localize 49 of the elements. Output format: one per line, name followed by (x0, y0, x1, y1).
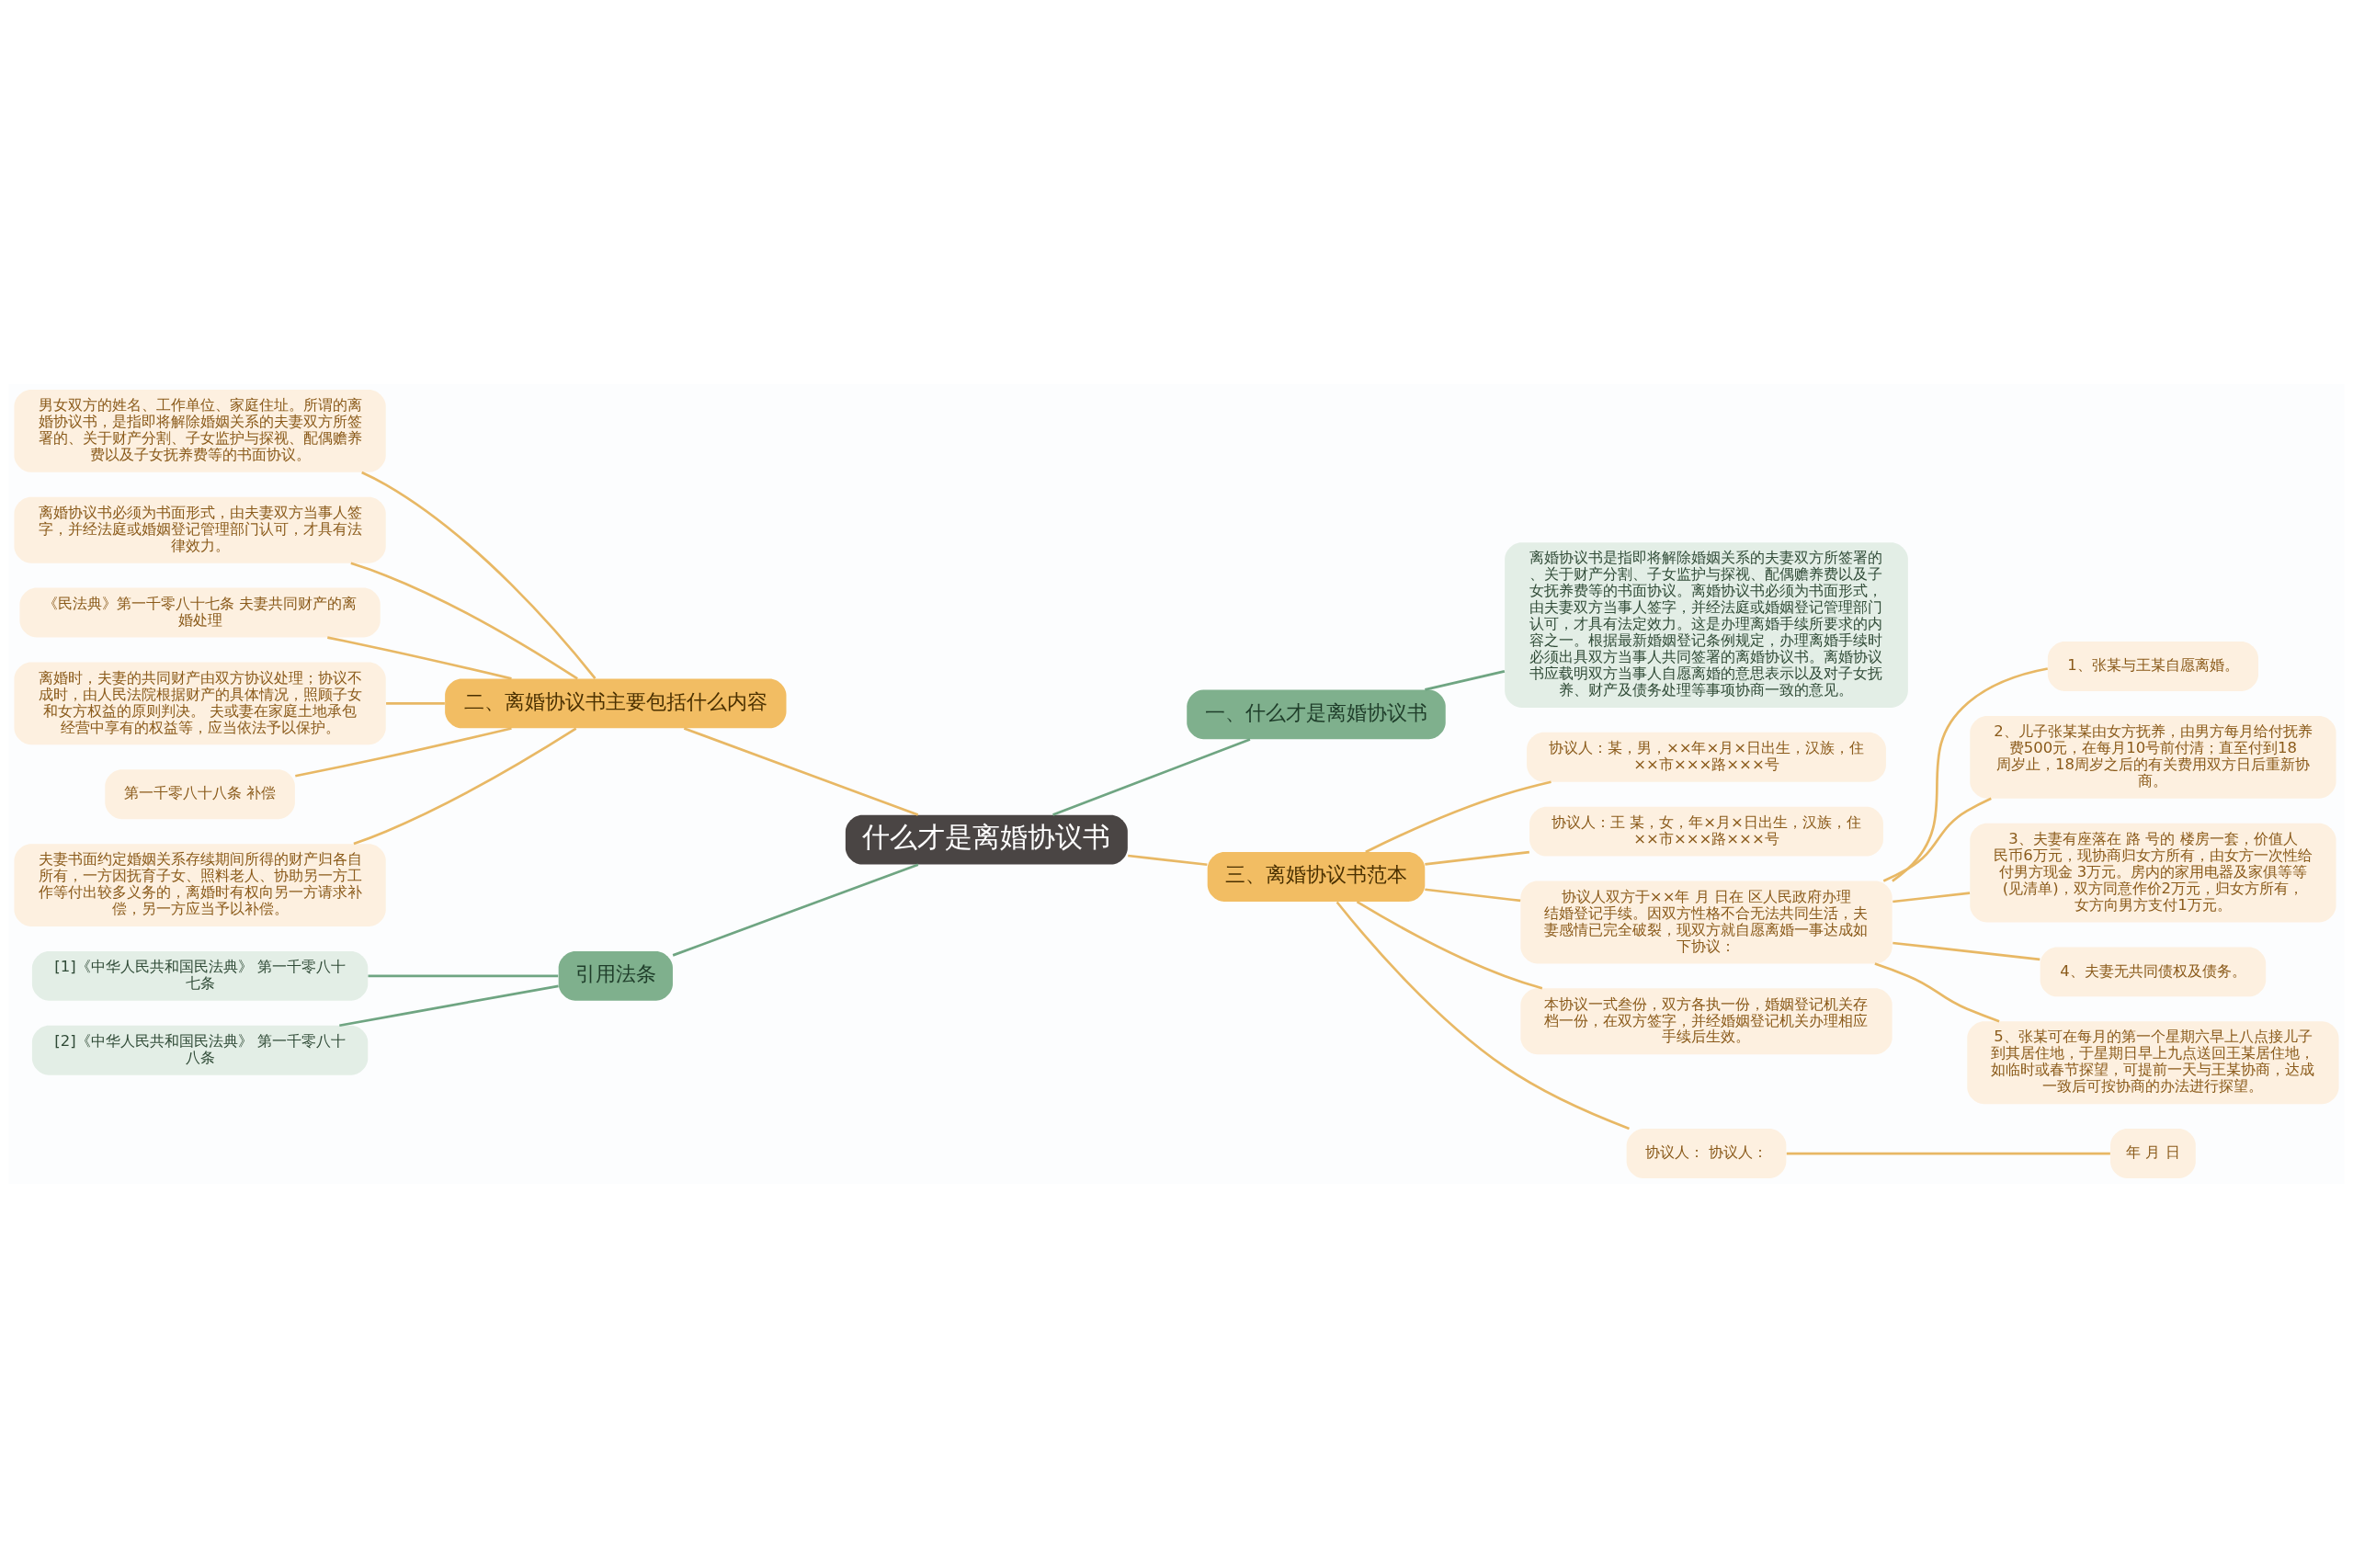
node-box: 男女双方的姓名、工作单位、家庭住址。所谓的离婚协议书，是指即将解除婚姻关系的夫妻双方所签署的、关于财产分割、子女监护与探视、配偶赡养费以及子女抚养费等的书面协议。 (14, 390, 386, 472)
connector (1425, 670, 1506, 691)
node-box: 一、什么才是离婚协议书 (1187, 689, 1446, 740)
connector (1365, 780, 1552, 854)
node-box: 3、夫妻有座落在 路 号的 楼房一套，价值人民币6万元，现协商归女方所有，由女方一次性给付男方现金 3万元。房内的家用电器及家俱等等(见清单)，双方同意作价2万元，归女方所有，女方向男方支付1万元。 (1970, 823, 2336, 923)
connector (1052, 738, 1251, 816)
node-box: 协议人：某，男，××年×月×日出生，汉族，住××市×××路×××号 (1527, 732, 1886, 782)
node-box: 协议人：王 某，女，年×月×日出生，汉族，住××市×××路×××号 (1529, 806, 1883, 857)
node-box: 5、张某可在每月的第一个星期六早上八点接儿子到其居住地，于星期日早上九点送回王某居住地，如临时或春节探望，可提前一天与王某协商，达成一致后可按协商的办法进行探望。 (1967, 1021, 2339, 1105)
connector (672, 863, 919, 957)
node-box: 1、张某与王某自愿离婚。 (2047, 642, 2258, 691)
node-box: 本协议一式叁份，双方各执一份，婚姻登记机关存档一份，在双方签字，并经婚姻登记机关办理相应手续后生效。 (1520, 988, 1893, 1055)
node-box: 二、离婚协议书主要包括什么内容 (445, 678, 787, 729)
connector (386, 702, 445, 705)
node-box: [1]《中华人民共和国民法典》 第一千零八十七条 (31, 950, 369, 1001)
connector (1893, 892, 1971, 903)
node-box: 4、夫妻无共同债权及债务。 (2040, 947, 2267, 997)
connector (1336, 901, 1630, 1131)
node-box: 夫妻书面约定婚姻关系存续期间所得的财产归各自所有，一方因抚育子女、照料老人、协助另一方工作等付出较多义务的，离婚时有权向另一方请求补偿，另一方应当予以补偿。 (14, 844, 386, 926)
node-box: 第一千零八十八条 补偿 (105, 769, 295, 820)
node-box: 协议人： 协议人： (1626, 1129, 1787, 1178)
node-box: 年 月 日 (2110, 1129, 2196, 1178)
connector (1892, 667, 2048, 882)
connector (1128, 854, 1208, 867)
connector (361, 471, 597, 680)
node-box: 离婚协议书必须为书面形式，由夫妻双方当事人签字，并经法庭或婚姻登记管理部门认可，才具有法律效力。 (14, 496, 386, 563)
node-box: 什么才是离婚协议书 (845, 814, 1128, 865)
node-box: 协议人双方于××年 月 日在 区人民政府办理结婚登记手续。因双方性格不合无法共同生活，夫妻感情已完全破裂，现双方就自愿离婚一事达成如下协议： (1520, 881, 1893, 964)
node-box: 2、儿子张某某由女方抚养，由男方每月给付抚养费500元，在每月10号前付清；直至付到18周岁止，18周岁之后的有关费用双方日后重新协商。 (1970, 715, 2336, 799)
connector (350, 562, 578, 680)
connector (1356, 900, 1543, 990)
connector (1786, 1152, 2110, 1155)
connector (683, 727, 919, 816)
connector (1882, 797, 1992, 882)
node-box: 引用法条 (558, 950, 673, 1001)
connector (1425, 888, 1521, 903)
connector (368, 974, 559, 978)
connector (353, 727, 577, 846)
node-box: 《民法典》第一千零八十七条 夫妻共同财产的离婚处理 (19, 587, 381, 638)
node-box: 三、离婚协议书范本 (1207, 852, 1426, 903)
connector (1893, 941, 2040, 961)
node-box: [2]《中华人民共和国民法典》 第一千零八十八条 (31, 1025, 369, 1075)
connector (1425, 850, 1529, 866)
node-box: 离婚时，夫妻的共同财产由双方协议处理；协议不成时，由人民法院根据财产的具体情况，照顾子女和女方权益的原则判决。 夫或妻在家庭土地承包经营中享有的权益等，应当依法予以保护。 (14, 662, 386, 745)
connector (295, 727, 512, 778)
connector (1874, 962, 2000, 1023)
node-box: 离婚协议书是指即将解除婚姻关系的夫妻双方所签署的、关于财产分割、子女监护与探视、配偶赡养费以及子女抚养费等的书面协议。离婚协议书必须为书面形式，由夫妻双方当事人签字，并经法庭或婚姻登记管理部门认可，才具有法定效力。这是办理离婚手续所要求的内容之一。根据最新婚姻登记条例规定，办理离婚手续时必须出具双方当事人共同签署的离婚协议书。离婚协议书应载明双方当事人自愿离婚的意思表示以及对子女抚养、财产及债务处理等事项协商一致的意见。 (1505, 542, 1908, 708)
connector (339, 984, 559, 1028)
connector (327, 636, 512, 680)
